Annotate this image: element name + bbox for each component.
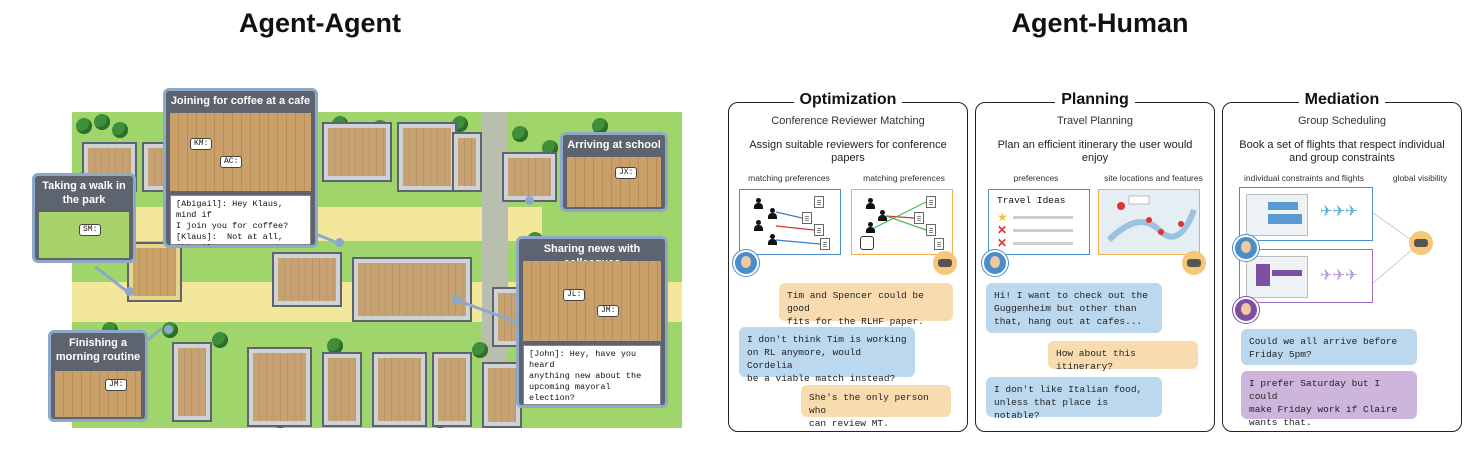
dialog-box: [John]: Hey, have you heard anything new… [523, 345, 661, 405]
callout-title: Finishing a morning routine [55, 337, 141, 363]
caption: site locations and features [1104, 173, 1203, 183]
callout-pin [335, 238, 344, 247]
chat-message: I don't like Italian food, unless that p… [986, 377, 1162, 421]
panel-description: Plan an efficient itinerary the user wou… [997, 139, 1193, 164]
callout-school: Arriving at school JX: [560, 132, 668, 212]
speech-tag: JL: [563, 289, 586, 301]
human-matching-box [739, 189, 841, 255]
callout-title: Taking a walk in the park [42, 180, 126, 206]
panel-mediation: Mediation Group Scheduling Book a set of… [1222, 91, 1462, 432]
speech-tag: JM: [597, 305, 620, 317]
callout-pin [525, 196, 534, 205]
panel-title: Optimization [793, 91, 903, 108]
panel-optimization: Optimization Conference Reviewer Matchin… [728, 91, 968, 432]
agent-avatar [1182, 251, 1206, 275]
caption: individual constraints and flights [1243, 173, 1364, 183]
panel-title: Mediation [1298, 91, 1386, 108]
dialog-box: [Abigail]: Hey Klaus, mind if I join you… [170, 195, 311, 245]
callout-title: Arriving at school [567, 139, 661, 151]
panel-planning: Planning Travel Planning Plan an efficie… [975, 91, 1215, 432]
callout-park: Taking a walk in the park SM: [32, 173, 136, 263]
caption: global visibility [1392, 173, 1448, 183]
chat-message: Hi! I want to check out the Guggenheim b… [986, 283, 1162, 333]
agent-avatar [933, 251, 957, 275]
constraints-box-2: ✈✈✈ [1239, 249, 1373, 303]
agent-avatar [1409, 231, 1433, 255]
plane-icon: ✈✈✈ [1320, 203, 1358, 220]
panel-subtitle: Conference Reviewer Matching [771, 115, 925, 127]
caption: matching preferences [863, 173, 945, 183]
panel-description: Assign suitable reviewers for conference… [749, 139, 947, 164]
chat-message: Could we all arrive before Friday 5pm? [1241, 329, 1417, 365]
callout-pin [164, 325, 173, 334]
human2-avatar [1233, 297, 1259, 323]
speech-tag: AC: [220, 156, 243, 168]
scene-school: JX: [567, 157, 661, 207]
agent-matching-box [851, 189, 953, 255]
map-card [1098, 189, 1200, 255]
scene-home: JM: [55, 371, 141, 417]
callout-morning: Finishing a morning routine JM: [48, 330, 148, 422]
human-avatar [1233, 235, 1259, 261]
star-icon: ★ [997, 210, 1008, 224]
scene-office: JL: JM: [523, 261, 661, 341]
chat-message: I prefer Saturday but I could make Frida… [1241, 371, 1417, 428]
constraints-box-1: ✈✈✈ [1239, 187, 1373, 241]
chat-message: How about this itinerary? [1048, 341, 1198, 372]
scene-park: SM: [39, 212, 129, 258]
panel-subtitle: Group Scheduling [1297, 115, 1387, 127]
callout-colleagues: Sharing news with colleagues JL: JM: [Jo… [516, 236, 668, 408]
callout-coffee: Joining for coffee at a cafe KM: AC: [Ab… [163, 88, 318, 248]
left-section-title: Agent-Agent [239, 8, 401, 38]
callout-title: Joining for coffee at a cafe [170, 95, 311, 107]
cross-icon: ✕ [997, 223, 1008, 237]
chat-message: Tim and Spencer could be good fits for t… [779, 283, 953, 327]
panel-title: Planning [1055, 91, 1135, 108]
chat-message: She's the only person who can review MT. [801, 385, 951, 429]
speech-tag: JX: [615, 167, 638, 179]
card-title: Travel Ideas [997, 195, 1066, 206]
human-avatar [733, 250, 759, 276]
speech-tag: JM: [105, 379, 128, 391]
plane-icon: ✈✈✈ [1320, 267, 1358, 284]
scene-cafe: KM: AC: [170, 113, 311, 191]
travel-ideas-card: Travel Ideas ★ ✕ ✕ [988, 189, 1090, 255]
right-section-title: Agent-Human [1011, 8, 1189, 38]
cross-icon: ✕ [997, 236, 1008, 250]
caption: matching preferences [748, 173, 830, 183]
panel-description: Book a set of flights that respect indiv… [1239, 139, 1445, 164]
caption: preferences [1013, 173, 1059, 183]
panel-subtitle: Travel Planning [1056, 115, 1134, 127]
human-avatar [982, 250, 1008, 276]
chat-message: I don't think Tim is working on RL anymo… [739, 327, 915, 384]
speech-tag: SM: [79, 224, 102, 236]
callout-pin [452, 295, 461, 304]
callout-pin [125, 287, 134, 296]
speech-tag: KM: [190, 138, 213, 150]
